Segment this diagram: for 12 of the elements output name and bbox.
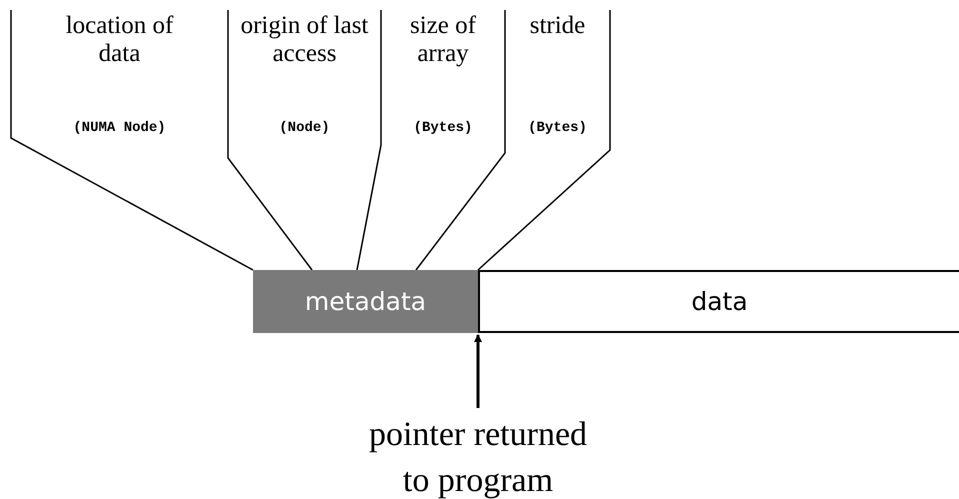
- field-unit: (Bytes): [414, 120, 472, 136]
- pointer-caption: pointer returned to program: [353, 412, 603, 499]
- field-name: origin of last access: [240, 12, 370, 68]
- arrow: [474, 334, 482, 408]
- data-block: data: [478, 270, 959, 333]
- field-name: size of array: [409, 12, 477, 68]
- metadata-block: metadata: [253, 270, 478, 333]
- field-name: stride: [530, 12, 586, 40]
- field-unit: (Node): [279, 120, 330, 136]
- field-unit: (NUMA Node): [73, 120, 166, 136]
- field-name: location of data: [64, 12, 174, 68]
- field-unit: (Bytes): [528, 120, 587, 136]
